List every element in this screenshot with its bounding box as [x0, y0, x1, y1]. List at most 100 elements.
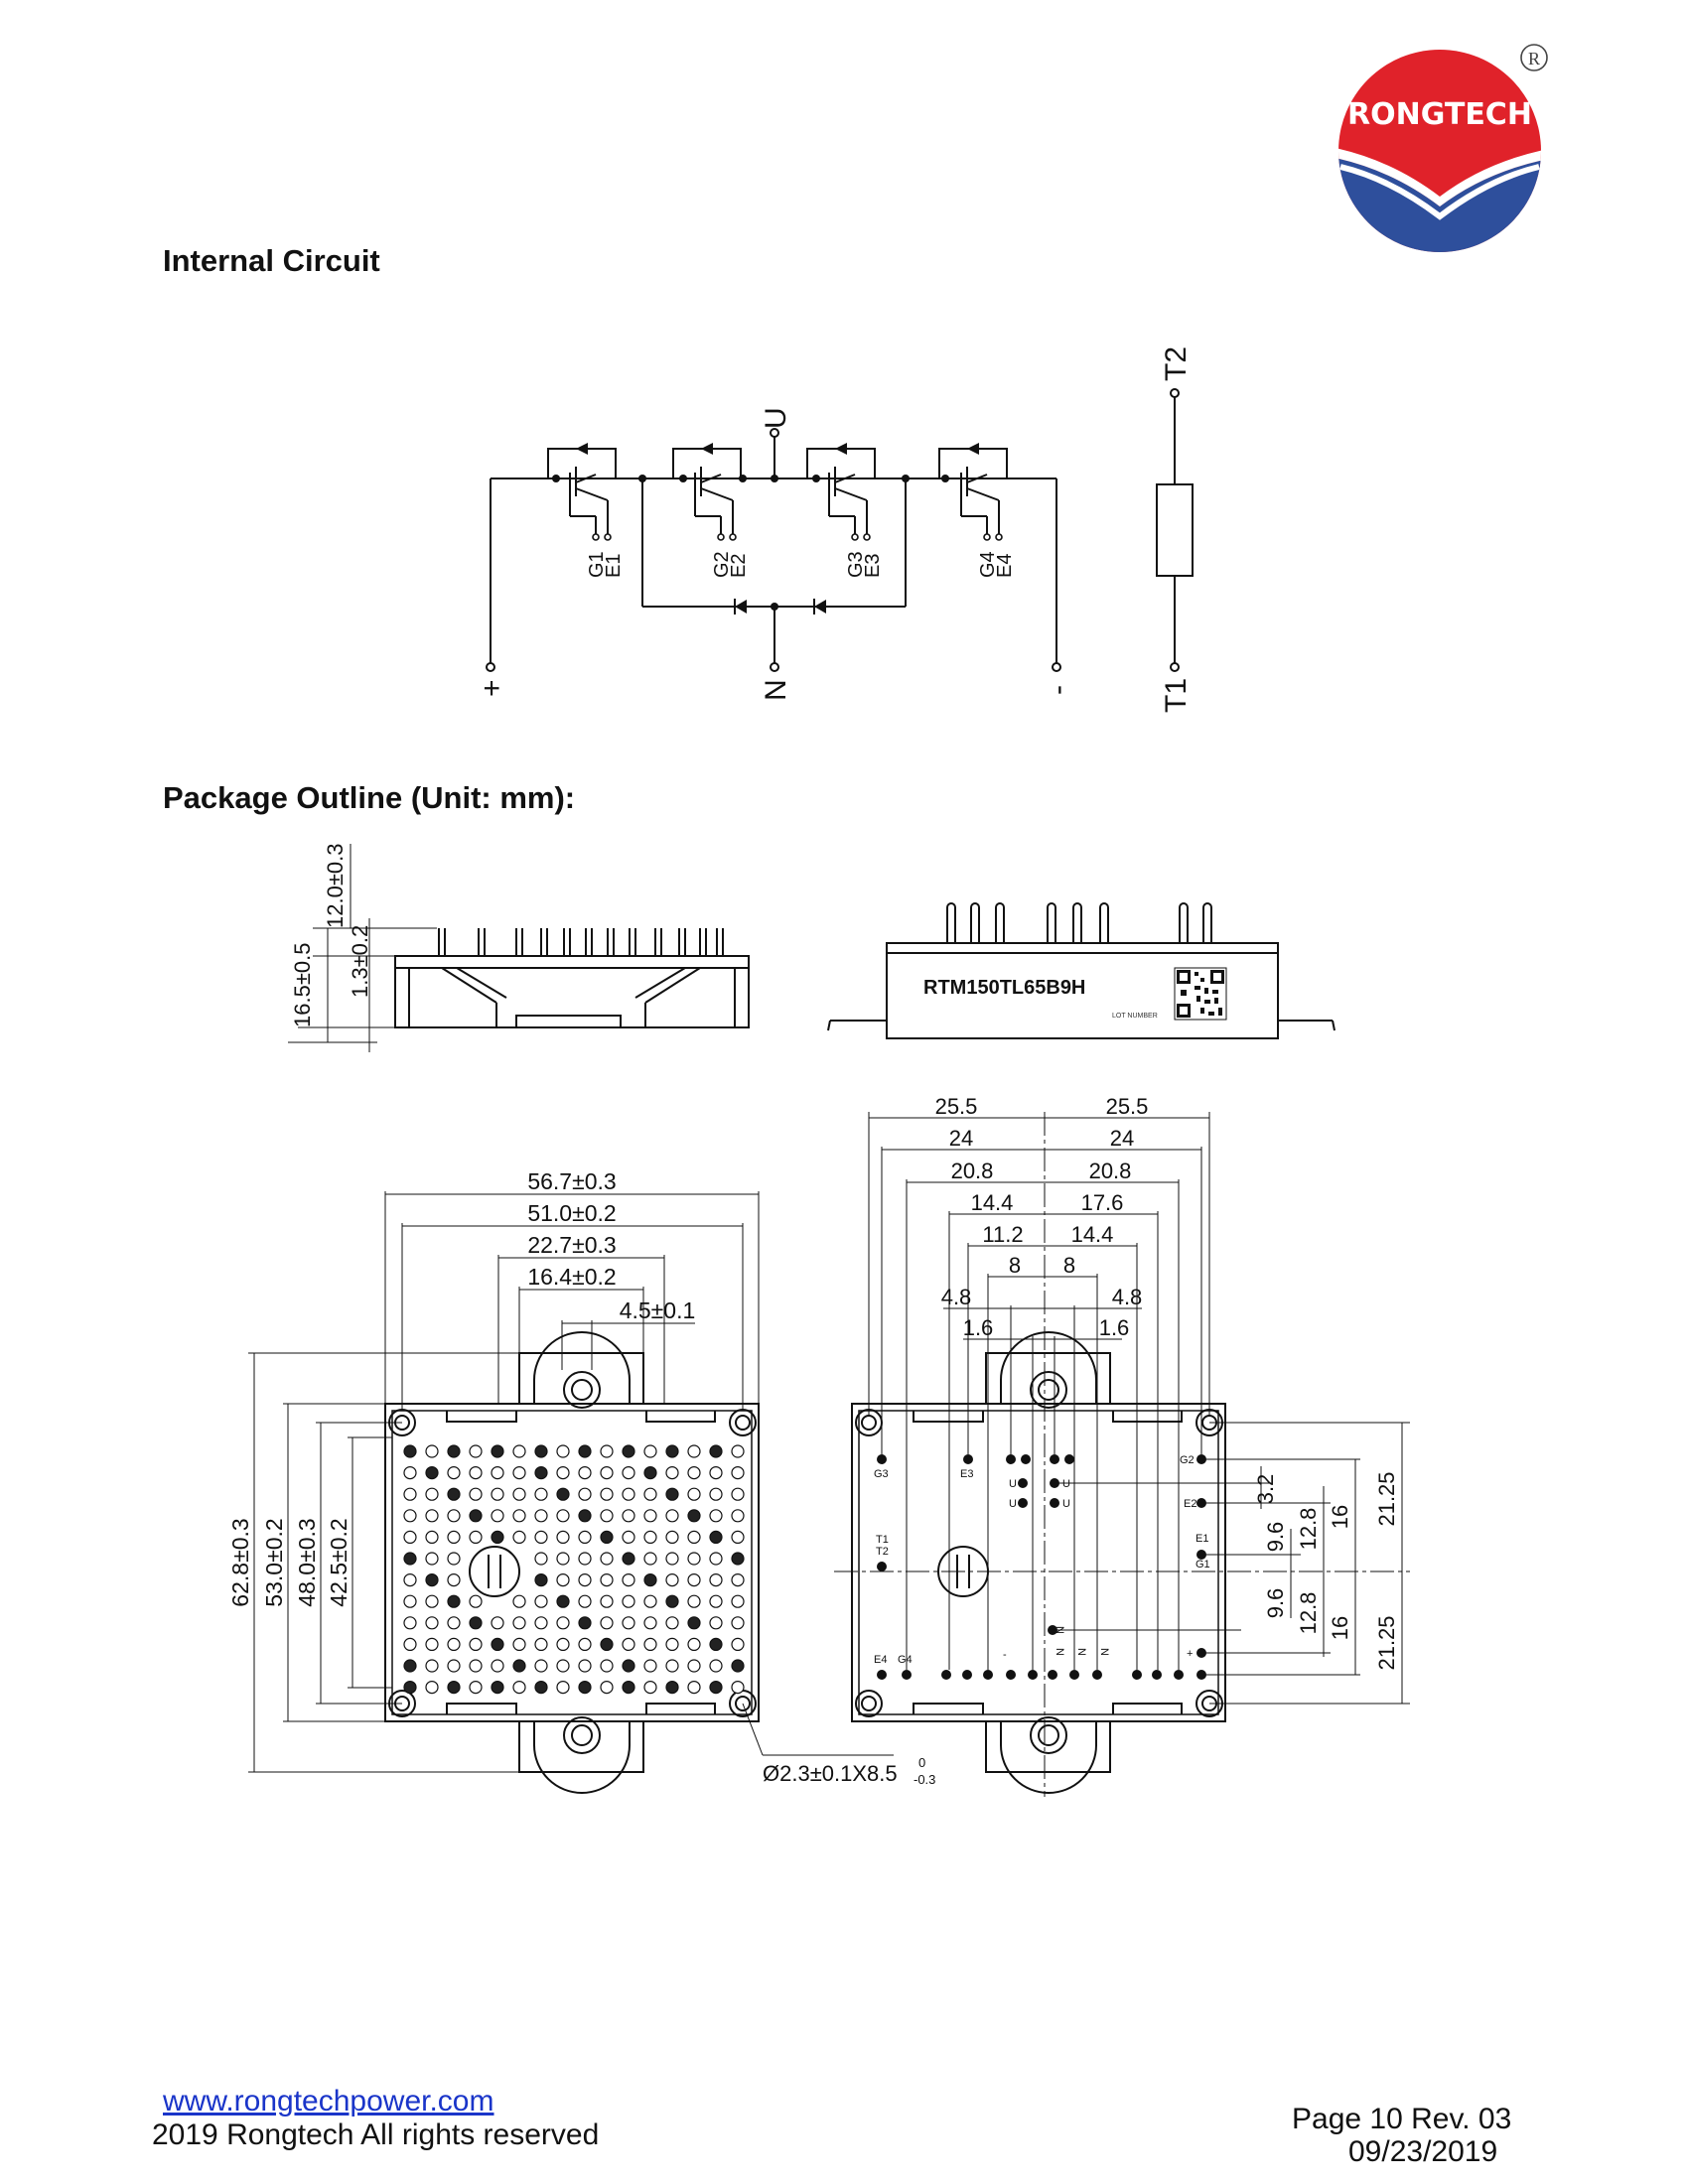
bottom-dim-h3: 48.0±0.3 — [294, 1518, 320, 1606]
pin-dot — [622, 1552, 635, 1566]
pin-dot — [425, 1487, 439, 1501]
pin-dim-l5: 11.2 — [982, 1222, 1023, 1247]
pin-dot — [425, 1637, 439, 1652]
pin-dot — [491, 1465, 504, 1480]
pin-dot — [447, 1530, 461, 1545]
pin-dot — [447, 1487, 461, 1501]
pin-tag-n2: N — [1054, 1648, 1065, 1656]
website-link[interactable]: www.rongtechpower.com — [163, 2085, 494, 2117]
pin-dim-d: 16 — [1328, 1505, 1352, 1529]
pin-dim-l4: 14.4 — [971, 1190, 1014, 1215]
pin-tag-n3: N — [1075, 1648, 1087, 1656]
pin-dim-l7: 4.8 — [941, 1285, 972, 1309]
pin-dot — [731, 1444, 745, 1458]
pin-dot — [512, 1659, 526, 1673]
pin-dot — [491, 1487, 504, 1501]
pin-dot — [447, 1594, 461, 1608]
pin-tag-n1: N — [1054, 1626, 1065, 1634]
pin-dot — [600, 1637, 614, 1652]
pin-dot — [447, 1444, 461, 1458]
pin-dot — [709, 1680, 723, 1695]
pin-dot — [665, 1659, 679, 1673]
bottom-dim-w2: 51.0±0.2 — [527, 1200, 616, 1226]
pin-dot — [447, 1616, 461, 1630]
pin-dot — [403, 1659, 417, 1673]
pin-dot — [709, 1509, 723, 1523]
pin-dim-a: 3.2 — [1253, 1474, 1278, 1505]
pin-tag-t1: T1 — [876, 1534, 889, 1546]
pin-dim-i: 21.25 — [1374, 1615, 1399, 1670]
pin-dot — [534, 1530, 548, 1545]
pin-dot — [556, 1659, 570, 1673]
pin-dot — [709, 1616, 723, 1630]
pin-dot — [687, 1530, 701, 1545]
pin-dim-f: 9.6 — [1263, 1588, 1288, 1619]
pin-label-e3: E3 — [862, 554, 884, 578]
pin-dot — [512, 1444, 526, 1458]
pin-dot — [556, 1444, 570, 1458]
pin-dot — [600, 1487, 614, 1501]
pin-dot — [709, 1637, 723, 1652]
pin-dot — [403, 1509, 417, 1523]
pin-dot — [469, 1637, 483, 1652]
qr-code-icon — [1174, 967, 1227, 1021]
pin-dot — [512, 1680, 526, 1695]
pin-dot — [578, 1659, 592, 1673]
pin-label-e2: E2 — [728, 554, 750, 578]
pin-dot — [403, 1594, 417, 1608]
pin-dot — [578, 1487, 592, 1501]
pin-dot — [447, 1637, 461, 1652]
pin-dot — [534, 1487, 548, 1501]
pin-dot — [512, 1637, 526, 1652]
pin-tag-plus: + — [1187, 1648, 1193, 1660]
pin-dot — [709, 1659, 723, 1673]
pin-dot — [665, 1572, 679, 1587]
bottom-dim-hole-tol-upper: 0 — [918, 1755, 925, 1770]
pin-dot — [731, 1465, 745, 1480]
pin-tag-n4: N — [1098, 1648, 1110, 1656]
pin-dim-r6: 8 — [1063, 1253, 1075, 1278]
pin-dim-c: 12.8 — [1296, 1508, 1321, 1551]
pin-dot — [731, 1594, 745, 1608]
pin-dot — [556, 1509, 570, 1523]
pin-dim-b: 9.6 — [1263, 1522, 1288, 1553]
pin-dot — [665, 1509, 679, 1523]
pin-dot — [534, 1594, 548, 1608]
pin-label-e4: E4 — [994, 554, 1016, 578]
pin-dot — [512, 1594, 526, 1608]
bottom-view-drawing: 56.7±0.3 51.0±0.2 22.7±0.3 16.4±0.2 4.5±… — [227, 1168, 935, 1794]
pin-label-g4: G4 — [977, 551, 999, 578]
pin-dot — [469, 1616, 483, 1630]
pin-label-g1: G1 — [586, 551, 608, 578]
pin-dot — [491, 1680, 504, 1695]
pin-dot — [403, 1552, 417, 1566]
pin-dot — [491, 1509, 504, 1523]
pin-dot — [643, 1487, 657, 1501]
pin-dot — [425, 1616, 439, 1630]
pin-dot — [709, 1465, 723, 1480]
bottom-dim-hole-tol-lower: -0.3 — [914, 1772, 935, 1787]
bottom-dim-h4: 42.5±0.2 — [326, 1518, 352, 1606]
pin-dot — [469, 1659, 483, 1673]
pin-dot — [600, 1465, 614, 1480]
pin-dot — [469, 1465, 483, 1480]
rongtech-logo: RONGTECH R — [1338, 44, 1548, 252]
bottom-dim-w4: 16.4±0.2 — [527, 1264, 616, 1290]
pin-dot — [403, 1487, 417, 1501]
pin-dot — [556, 1465, 570, 1480]
pin-dim-g: 12.8 — [1296, 1592, 1321, 1635]
pin-label-g2: G2 — [711, 551, 733, 578]
bottom-dim-h1: 62.8±0.3 — [227, 1518, 253, 1606]
internal-circuit-heading: Internal Circuit — [163, 243, 380, 278]
pin-dot — [578, 1509, 592, 1523]
pin-dot — [425, 1572, 439, 1587]
pin-dim-l8: 1.6 — [963, 1315, 994, 1340]
pin-dot — [622, 1680, 635, 1695]
pin-dot — [687, 1637, 701, 1652]
terminal-label-n: N — [760, 679, 792, 701]
logo-text: RONGTECH — [1347, 97, 1532, 132]
terminal-label-t1: T1 — [1160, 678, 1193, 713]
pin-dot — [556, 1637, 570, 1652]
pin-dot — [469, 1530, 483, 1545]
pin-dot — [731, 1616, 745, 1630]
